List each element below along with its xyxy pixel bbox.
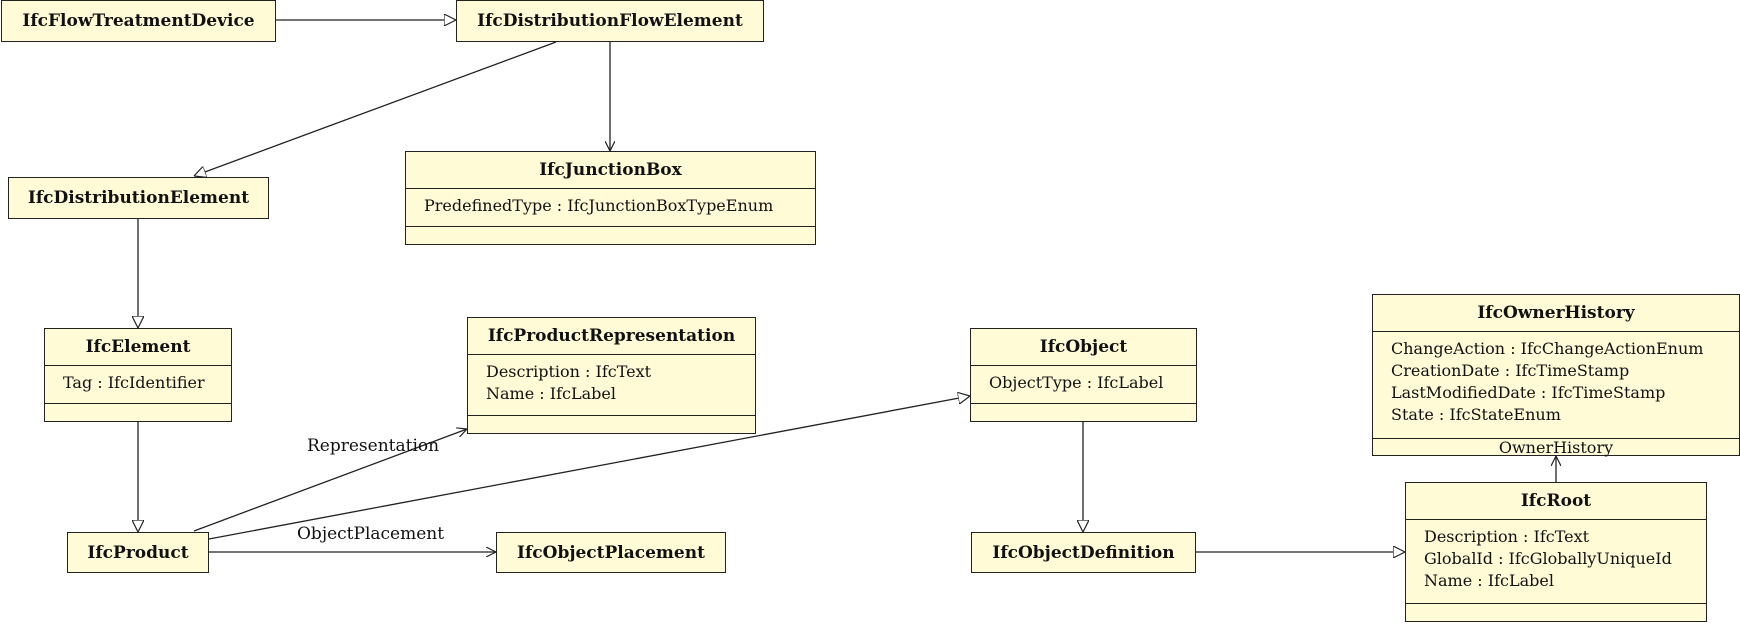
attribute-compartment: Description : IfcText GlobalId : IfcGlob…	[1406, 520, 1706, 604]
class-ifcobjectdefinition[interactable]: IfcObjectDefinition	[971, 532, 1196, 573]
class-name: IfcOwnerHistory	[1477, 303, 1635, 323]
class-ifcdistributionflowelement[interactable]: IfcDistributionFlowElement	[456, 0, 764, 42]
class-name: IfcJunctionBox	[539, 160, 682, 180]
class-name: IfcRoot	[1520, 491, 1592, 511]
association-end-label: OwnerHistory	[1498, 438, 1614, 457]
operation-compartment	[971, 404, 1196, 421]
class-ifcproduct[interactable]: IfcProduct	[67, 532, 209, 573]
class-name: IfcDistributionElement	[27, 188, 250, 208]
attribute-row: CreationDate : IfcTimeStamp	[1391, 361, 1630, 380]
attribute-row: PredefinedType : IfcJunctionBoxTypeEnum	[424, 196, 774, 215]
attribute-compartment: PredefinedType : IfcJunctionBoxTypeEnum	[406, 189, 815, 227]
class-ifcflowtreatmentdevice[interactable]: IfcFlowTreatmentDevice	[1, 0, 276, 42]
class-ifcroot[interactable]: IfcRoot Description : IfcText GlobalId :…	[1405, 482, 1707, 622]
operation-compartment	[468, 416, 755, 433]
class-name: IfcObjectPlacement	[517, 542, 705, 563]
class-name: IfcFlowTreatmentDevice	[22, 11, 255, 31]
class-ifcproductrepresentation[interactable]: IfcProductRepresentation Description : I…	[467, 317, 756, 434]
operation-compartment	[406, 227, 815, 244]
class-name: IfcProduct	[87, 542, 189, 563]
class-name: IfcElement	[85, 337, 191, 357]
edge-label-representation: Representation	[307, 436, 440, 456]
class-header: IfcObject	[971, 329, 1196, 366]
class-header: IfcProductRepresentation	[468, 318, 755, 355]
class-ifcobjectplacement[interactable]: IfcObjectPlacement	[496, 532, 726, 573]
class-name: IfcProductRepresentation	[487, 326, 736, 346]
attribute-row: GlobalId : IfcGloballyUniqueId	[1424, 549, 1672, 568]
gen-product-to-object	[208, 396, 970, 540]
assoc-product-representation	[193, 429, 467, 532]
class-ifcjunctionbox[interactable]: IfcJunctionBox PredefinedType : IfcJunct…	[405, 151, 816, 245]
attribute-compartment: ChangeAction : IfcChangeActionEnum Creat…	[1373, 332, 1739, 439]
edge-label-objectplacement: ObjectPlacement	[297, 524, 445, 544]
attribute-row: ChangeAction : IfcChangeActionEnum	[1391, 339, 1704, 358]
class-ifcelement[interactable]: IfcElement Tag : IfcIdentifier	[44, 328, 232, 422]
class-header: IfcJunctionBox	[406, 152, 815, 189]
attribute-compartment: ObjectType : IfcLabel	[971, 366, 1196, 404]
attribute-row: Tag : IfcIdentifier	[63, 373, 205, 392]
class-ifcownerhistory[interactable]: IfcOwnerHistory ChangeAction : IfcChange…	[1372, 294, 1740, 456]
attribute-compartment: Description : IfcText Name : IfcLabel	[468, 355, 755, 416]
attribute-row: State : IfcStateEnum	[1391, 405, 1561, 424]
attribute-row: ObjectType : IfcLabel	[989, 373, 1164, 392]
class-name: IfcObject	[1039, 337, 1128, 357]
operation-compartment	[1406, 604, 1706, 621]
class-header: IfcElement	[45, 329, 231, 366]
attribute-row: Description : IfcText	[486, 362, 652, 381]
attribute-row: LastModifiedDate : IfcTimeStamp	[1391, 383, 1666, 402]
class-ifcobject[interactable]: IfcObject ObjectType : IfcLabel	[970, 328, 1197, 422]
class-ifcdistributionelement[interactable]: IfcDistributionElement	[8, 177, 269, 219]
class-name: IfcDistributionFlowElement	[477, 11, 743, 31]
operation-compartment	[45, 404, 231, 421]
class-header: IfcOwnerHistory	[1373, 295, 1739, 332]
attribute-compartment: Tag : IfcIdentifier	[45, 366, 231, 404]
attribute-row: Name : IfcLabel	[1424, 571, 1554, 590]
class-name: IfcObjectDefinition	[992, 542, 1175, 563]
attribute-row: Name : IfcLabel	[486, 384, 616, 403]
class-header: IfcRoot	[1406, 483, 1706, 520]
attribute-row: Description : IfcText	[1424, 527, 1590, 546]
gen-flowelement-to-distribution	[194, 41, 557, 176]
